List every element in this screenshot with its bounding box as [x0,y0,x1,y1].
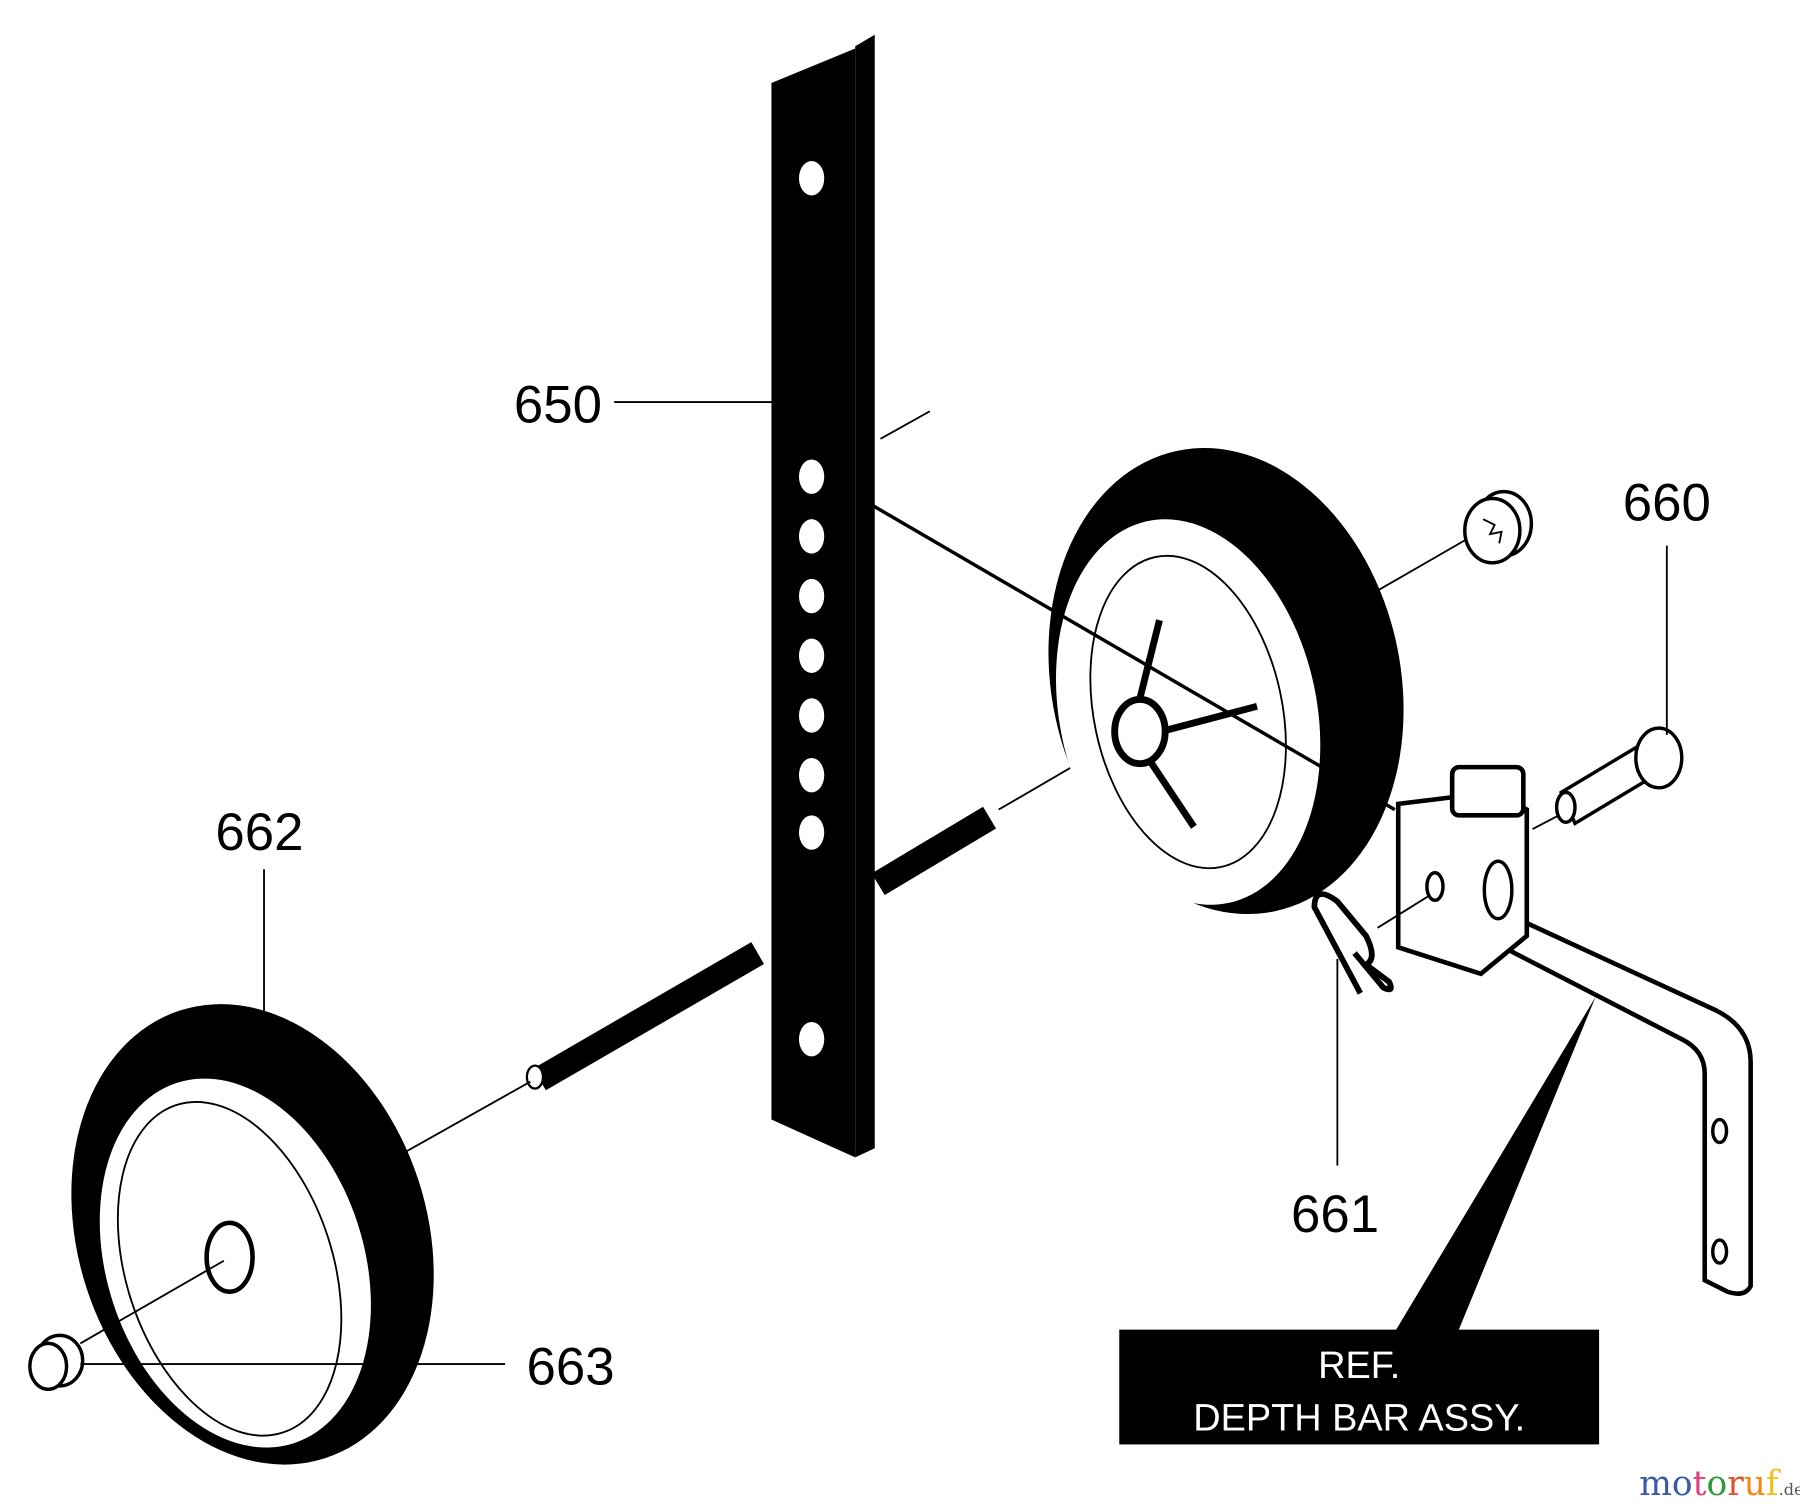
hairpin-661 [1311,891,1430,995]
wheel-right [1048,448,1473,915]
callout-650: 650 [514,376,602,435]
axle [401,731,1132,1155]
reference-pointer [1394,996,1596,1332]
watermark-letter: m [1639,1464,1672,1504]
watermark-letter: t [1693,1464,1707,1504]
hub-cap-right [1463,489,1534,565]
watermark-logo: motoruf.de [1639,1464,1800,1504]
reference-box: REF. DEPTH BAR ASSY. [1119,1329,1600,1445]
pin-660 [1532,726,1684,830]
depth-bar-bracket [871,503,1753,1296]
watermark-letter: f [1766,1464,1781,1504]
reference-line2: DEPTH BAR ASSY. [1193,1398,1525,1440]
watermark-letter: o [1707,1464,1728,1504]
wheel-left [71,1004,434,1465]
bar-650 [771,34,931,1158]
watermark-letter: r [1727,1464,1744,1504]
callout-660: 660 [1623,473,1711,532]
hub-cap-663 [28,1259,225,1392]
reference-line1: REF. [1318,1345,1400,1387]
callout-661: 661 [1291,1185,1379,1244]
callout-662: 662 [215,803,303,862]
watermark-letter: u [1744,1464,1766,1504]
watermark-letter: o [1672,1464,1693,1504]
callout-663: 663 [526,1338,614,1397]
